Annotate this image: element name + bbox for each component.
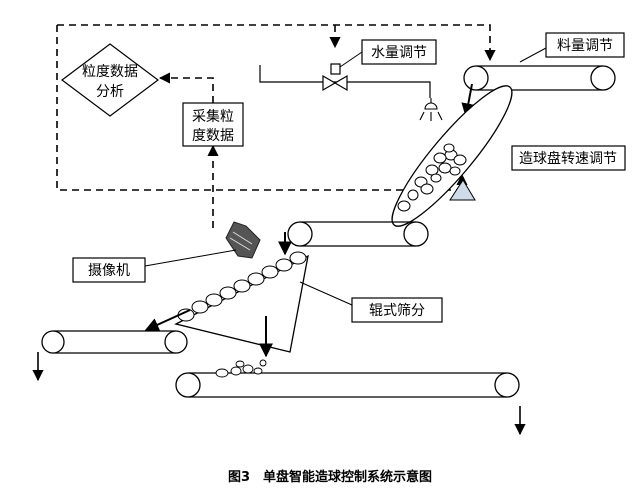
water-adjust-box (361, 39, 437, 65)
middle-conveyor (287, 221, 429, 247)
roller-screen-label: 辊式筛分 (369, 303, 425, 319)
screen-pellet (261, 265, 279, 279)
disc-pellet (420, 183, 434, 195)
fine-pellet (235, 360, 245, 368)
sprinkler-icon (419, 98, 443, 121)
screen-pellet (289, 251, 307, 265)
water-valve-icon (259, 63, 431, 98)
decision-diamond (61, 43, 159, 117)
screen-pellet (205, 293, 223, 307)
fine-pellet (259, 359, 267, 367)
figure-caption: 图3 单盘智能造球控制系统示意图 (228, 469, 432, 485)
fine-pellet (230, 366, 242, 376)
fine-pellets (215, 359, 267, 378)
disc-pellet (425, 164, 439, 176)
disc-pellet (397, 200, 411, 212)
disc-support-icon (449, 179, 476, 201)
roller-screen (174, 251, 309, 353)
roller-screen-box (351, 297, 443, 323)
screen-pellets (177, 251, 307, 322)
screen-pellet (191, 300, 209, 314)
water-adjust-label: 水量调节 (371, 45, 427, 61)
granularity-label-1: 粒度数据 (82, 64, 138, 80)
screen-pellet (219, 286, 237, 300)
granularity-label-2: 分析 (96, 84, 124, 100)
oversize-flow-arrow (144, 309, 191, 332)
camera-node: 摄像机 (72, 249, 237, 283)
fine-pellet (215, 368, 229, 378)
feed-adjust-node: 料量调节 (519, 32, 625, 63)
disc-pellet (443, 143, 455, 153)
disc-pellet (438, 162, 452, 174)
feed-adjust-label: 料量调节 (557, 38, 613, 54)
camera-icon (225, 221, 261, 259)
camera-box (72, 257, 146, 283)
left-conveyor (41, 330, 188, 354)
fine-pellet (253, 367, 263, 375)
collect-data-box (182, 102, 244, 147)
camera-label: 摄像机 (88, 263, 130, 279)
disc-pellet (449, 166, 461, 176)
disc-pellet (453, 154, 467, 166)
fine-pellet (242, 364, 254, 374)
roller-screen-node: 辊式筛分 (299, 281, 443, 323)
disc-speed-adjust-box (511, 145, 626, 171)
feed-conveyor (463, 65, 616, 91)
disc-pellet (433, 152, 447, 164)
disc-speed-adjust-label: 造球盘转速调节 (519, 150, 617, 167)
disc-speed-adjust-node: 造球盘转速调节 (511, 145, 626, 171)
feed-adjust-box (545, 32, 625, 58)
water-adjust-node: 水量调节 (339, 39, 437, 68)
disc-pellets (397, 143, 467, 212)
granularity-analysis-node: 粒度数据 分析 (61, 43, 159, 117)
collect-label-1: 采集粒 (192, 108, 234, 125)
screen-pellet (247, 272, 265, 286)
collect-label-2: 度数据 (192, 128, 234, 144)
disc-pellet (407, 189, 419, 201)
screen-pellet (233, 279, 251, 293)
collect-data-node: 采集粒 度数据 (182, 102, 244, 147)
disc-pellet (430, 173, 442, 183)
screen-pellet (275, 258, 293, 272)
pelletizing-disc (391, 85, 513, 227)
bottom-conveyor (175, 372, 520, 398)
